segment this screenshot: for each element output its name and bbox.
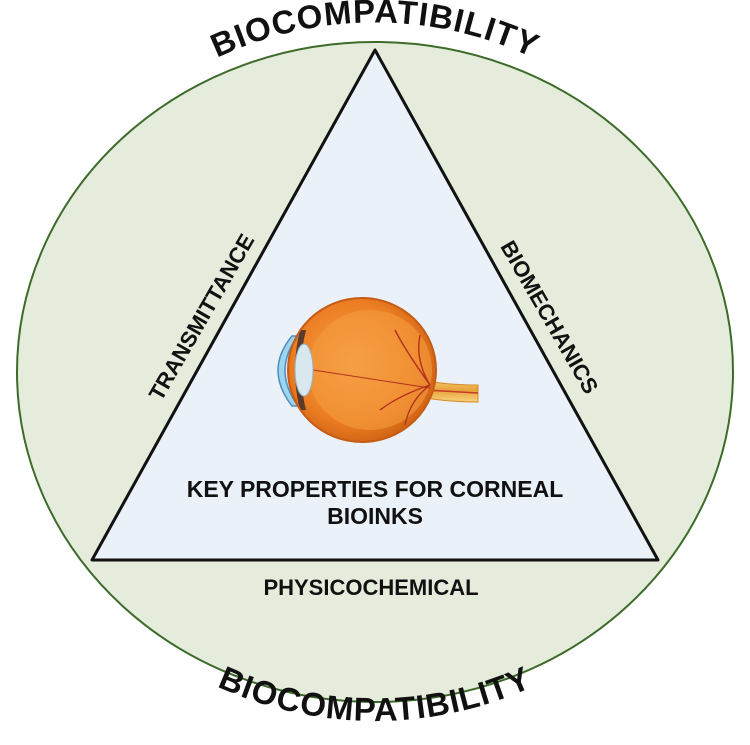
eye-anatomy-icon bbox=[277, 297, 479, 443]
center-title-line1: KEY PROPERTIES FOR CORNEAL bbox=[187, 476, 564, 502]
center-title-line2: BIOINKS bbox=[327, 503, 423, 529]
physicochemical-label: PHYSICOCHEMICAL bbox=[263, 575, 478, 600]
